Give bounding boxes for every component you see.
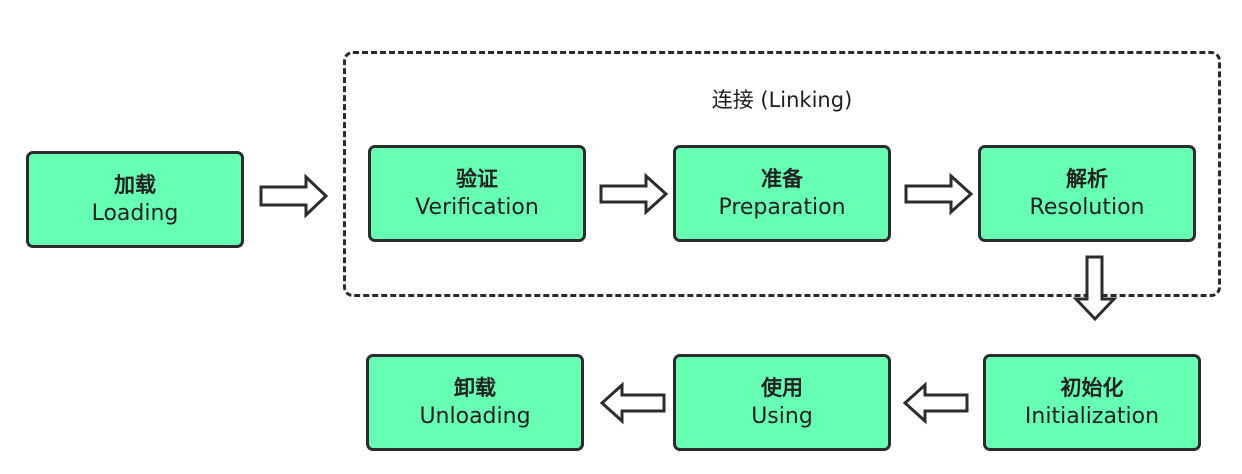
arrow-initialization-to-using xyxy=(902,381,969,425)
resolution-node: 解析 Resolution xyxy=(978,145,1196,242)
resolution-label-en: Resolution xyxy=(1029,194,1145,220)
initialization-node: 初始化 Initialization xyxy=(983,354,1201,451)
resolution-label-zh: 解析 xyxy=(1066,166,1108,191)
linking-group-frame xyxy=(343,51,1221,297)
arrow-using-to-unloading xyxy=(599,381,666,425)
unloading-node: 卸载 Unloading xyxy=(366,354,584,451)
initialization-label-zh: 初始化 xyxy=(1060,375,1124,400)
arrow-loading-to-linking xyxy=(259,173,329,219)
loading-label-zh: 加载 xyxy=(114,172,156,197)
initialization-label-en: Initialization xyxy=(1024,403,1160,429)
verification-label-zh: 验证 xyxy=(456,166,498,191)
using-label-zh: 使用 xyxy=(761,375,803,400)
using-label-en: Using xyxy=(751,403,813,429)
verification-node: 验证 Verification xyxy=(368,145,586,242)
linking-group-title: 连接 (Linking) xyxy=(711,88,853,112)
preparation-label-en: Preparation xyxy=(718,194,846,220)
preparation-node: 准备 Preparation xyxy=(673,145,891,242)
loading-label-en: Loading xyxy=(91,200,179,226)
using-node: 使用 Using xyxy=(673,354,891,451)
verification-label-en: Verification xyxy=(415,194,539,220)
loading-node: 加载 Loading xyxy=(26,151,244,248)
preparation-label-zh: 准备 xyxy=(761,166,803,191)
unloading-label-en: Unloading xyxy=(419,403,531,429)
unloading-label-zh: 卸载 xyxy=(454,375,496,400)
